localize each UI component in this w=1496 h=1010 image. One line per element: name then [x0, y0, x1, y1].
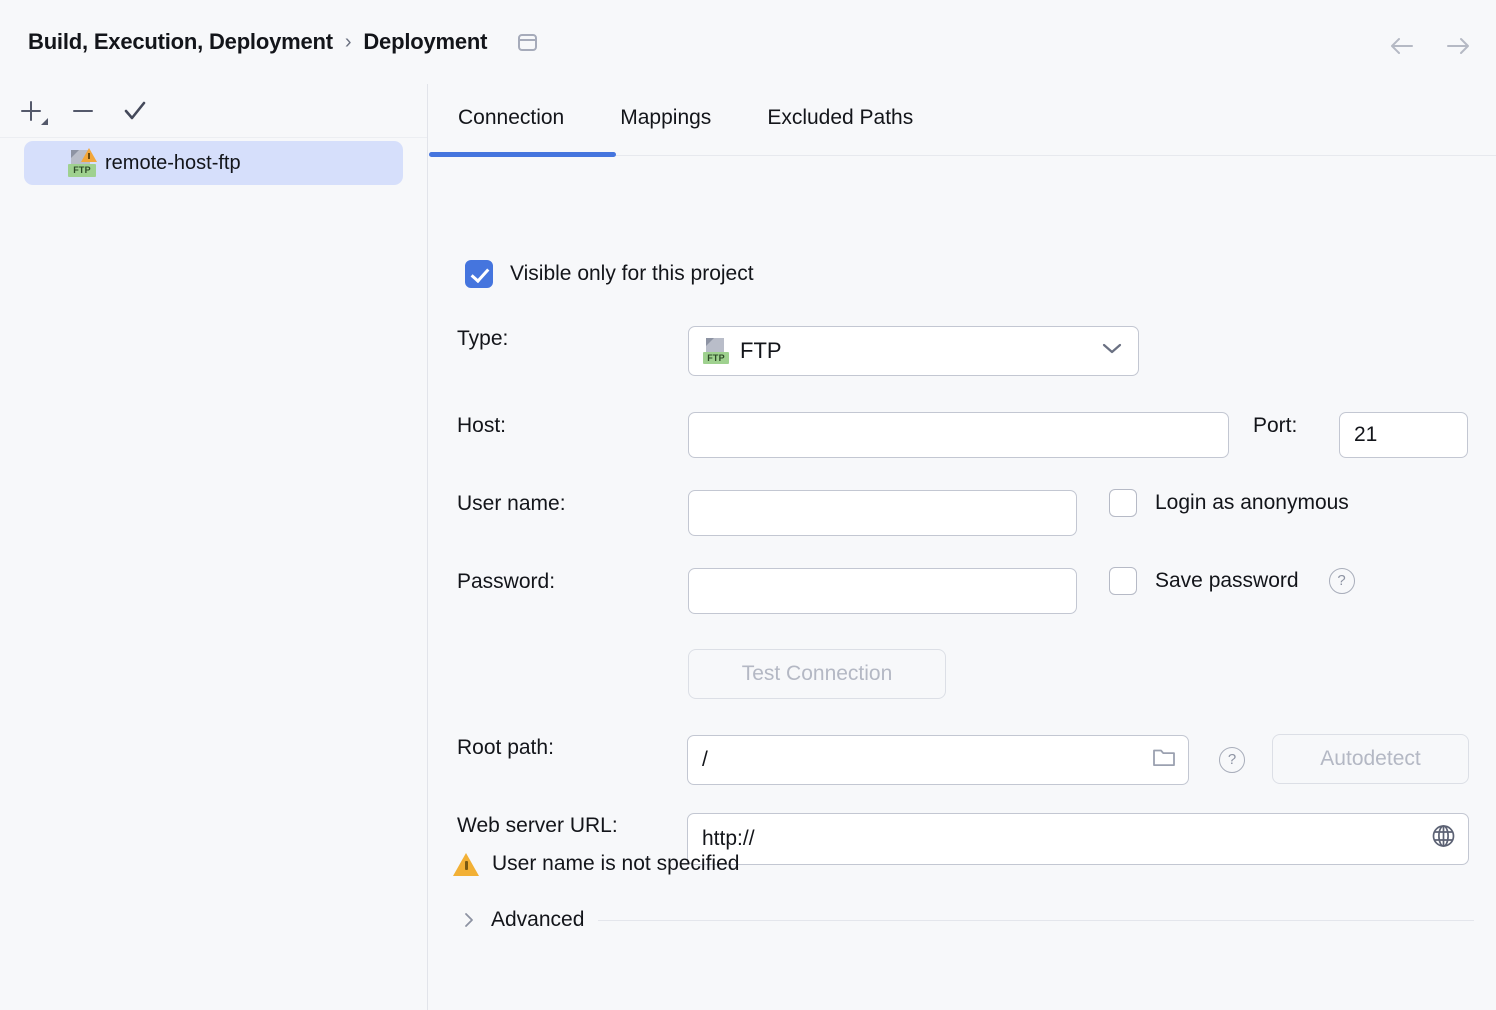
deployment-server-list-pane: FTP remote-host-ftp	[0, 84, 428, 1010]
deployment-detail-pane: Connection Mappings Excluded Paths Visib…	[429, 84, 1496, 1010]
dialog-header: Build, Execution, Deployment › Deploymen…	[0, 0, 1496, 84]
web-server-url-label: Web server URL:	[457, 814, 618, 837]
host-input[interactable]	[688, 412, 1229, 458]
password-input[interactable]	[688, 568, 1077, 614]
active-tab-indicator	[429, 152, 616, 157]
ftp-icon: FTP	[703, 338, 729, 364]
ftp-warning-icon: FTP	[68, 148, 97, 177]
root-path-input[interactable]: /	[687, 735, 1189, 785]
advanced-divider	[598, 919, 1474, 921]
tab-bar: Connection Mappings Excluded Paths	[429, 84, 1496, 157]
window-icon[interactable]	[518, 33, 538, 51]
chevron-down-icon[interactable]	[1102, 342, 1122, 360]
remove-server-button[interactable]	[60, 90, 106, 132]
type-label-wrap: Type:	[457, 327, 508, 351]
breadcrumb-separator: ›	[344, 30, 352, 53]
tab-excluded-paths[interactable]: Excluded Paths	[767, 106, 914, 129]
list-item[interactable]: FTP remote-host-ftp	[24, 141, 403, 185]
folder-icon[interactable]	[1152, 747, 1176, 774]
visible-only-label: Visible only for this project	[510, 262, 754, 285]
visible-only-checkbox[interactable]	[465, 260, 493, 288]
password-label: Password:	[457, 570, 556, 593]
username-label: User name:	[457, 492, 566, 515]
breadcrumb-item-build-execution-deployment[interactable]: Build, Execution, Deployment	[28, 29, 333, 54]
type-value: FTP	[740, 338, 782, 363]
username-input[interactable]	[688, 490, 1077, 536]
add-server-button[interactable]	[8, 90, 54, 132]
tab-mappings[interactable]: Mappings	[620, 106, 712, 129]
advanced-section-header[interactable]: Advanced	[461, 908, 1474, 932]
root-path-help-icon[interactable]: ?	[1219, 747, 1245, 773]
test-connection-button[interactable]: Test Connection	[688, 649, 946, 699]
tab-connection[interactable]: Connection	[458, 106, 565, 129]
validation-warning: User name is not specified	[453, 852, 739, 876]
username-label-wrap: User name:	[457, 492, 566, 516]
breadcrumb-item-deployment[interactable]: Deployment	[363, 29, 488, 54]
globe-icon[interactable]	[1431, 824, 1456, 855]
save-password-label: Save password	[1155, 569, 1299, 592]
login-anonymous-checkbox[interactable]	[1109, 489, 1137, 517]
web-server-url-input[interactable]: http://	[687, 813, 1469, 865]
visible-only-checkbox-row[interactable]: Visible only for this project	[465, 260, 754, 288]
root-path-label-wrap: Root path:	[457, 736, 554, 760]
save-password-help-icon[interactable]: ?	[1328, 568, 1355, 594]
arrow-left-icon[interactable]	[1388, 32, 1416, 60]
save-password-row[interactable]: Save password ?	[1109, 567, 1355, 595]
root-path-label: Root path:	[457, 736, 554, 759]
validation-warning-text: User name is not specified	[492, 852, 740, 875]
list-item-label: remote-host-ftp	[105, 151, 241, 174]
autodetect-button[interactable]: Autodetect	[1272, 734, 1469, 784]
port-input[interactable]: 21	[1339, 412, 1468, 458]
password-label-wrap: Password:	[457, 570, 555, 594]
advanced-label: Advanced	[491, 908, 585, 931]
login-anonymous-label: Login as anonymous	[1155, 491, 1349, 514]
host-label-wrap: Host:	[457, 414, 506, 438]
login-anonymous-row[interactable]: Login as anonymous	[1109, 489, 1349, 517]
port-label-wrap: Port:	[1253, 414, 1297, 438]
ftp-badge-label: FTP	[703, 352, 729, 364]
save-password-checkbox[interactable]	[1109, 567, 1137, 595]
port-label: Port:	[1253, 414, 1298, 437]
server-list: FTP remote-host-ftp	[0, 141, 427, 185]
arrow-right-icon[interactable]	[1444, 32, 1472, 60]
apply-checkmark-button[interactable]	[112, 90, 158, 132]
host-label: Host:	[457, 414, 507, 437]
type-dropdown[interactable]: FTP FTP	[688, 326, 1139, 376]
web-server-url-value: http://	[702, 827, 755, 850]
breadcrumb: Build, Execution, Deployment › Deploymen…	[28, 29, 538, 55]
navigation-arrows	[1388, 32, 1472, 60]
ftp-badge-label: FTP	[68, 164, 96, 177]
warning-triangle-icon	[453, 852, 479, 876]
server-list-toolbar	[0, 84, 427, 138]
chevron-right-icon[interactable]	[461, 912, 477, 928]
type-label: Type:	[457, 327, 509, 350]
add-dropdown-caret-icon[interactable]	[41, 117, 48, 125]
root-path-value: /	[702, 748, 708, 771]
web-server-url-label-wrap: Web server URL:	[457, 814, 618, 838]
